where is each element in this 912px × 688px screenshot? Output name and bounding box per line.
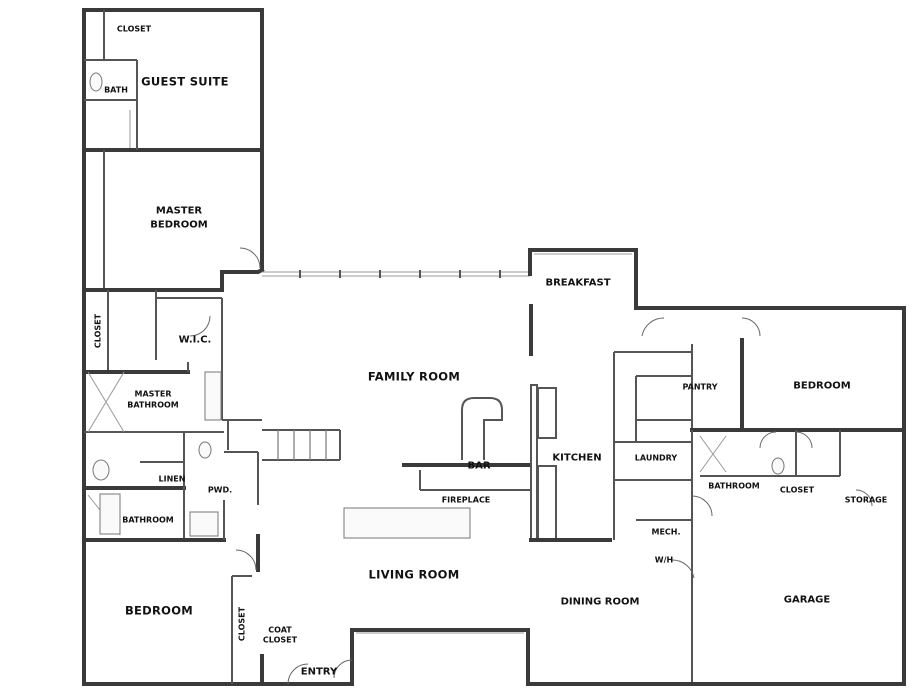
- kitchen-label: KITCHEN: [552, 452, 602, 464]
- fireplace-label: FIREPLACE: [441, 495, 491, 505]
- left-wing-walls: [82, 8, 265, 686]
- left-fixtures: [89, 72, 785, 571]
- linen-label: LINEN: [158, 474, 186, 484]
- closet-top-label: CLOSET: [116, 24, 152, 34]
- dining-room-label: DINING ROOM: [560, 596, 640, 608]
- coat-closet-label-1: COAT: [268, 625, 292, 635]
- master-bathroom-label-1: MASTER: [134, 389, 172, 399]
- closet-coat-vertical-label: CLOSET: [237, 606, 247, 642]
- pantry-label: PANTRY: [682, 382, 718, 392]
- garage-label: GARAGE: [783, 594, 831, 606]
- closet-right-label: CLOSET: [779, 485, 815, 495]
- bedroom-left-label: BEDROOM: [124, 603, 194, 618]
- laundry-label: LAUNDRY: [634, 453, 678, 463]
- bath-label: BATH: [104, 85, 128, 95]
- central-walls: [260, 248, 692, 686]
- mech-label: MECH.: [651, 527, 681, 537]
- master-bathroom-label-2: BATHROOM: [127, 400, 179, 410]
- wh-label: W/H: [654, 555, 674, 565]
- living-room-label: LIVING ROOM: [368, 567, 460, 582]
- coat-closet-label-2: CLOSET: [262, 635, 298, 645]
- pwd-label: PWD.: [207, 485, 233, 495]
- master-bedroom-label-2: BEDROOM: [150, 219, 208, 231]
- wic-label: W.I.C.: [178, 334, 212, 346]
- master-bedroom-label-1: MASTER: [155, 205, 203, 217]
- breakfast-label: BREAKFAST: [545, 277, 611, 289]
- bar-label: BAR: [467, 460, 491, 472]
- bathroom-left-label: BATHROOM: [122, 515, 174, 525]
- bathroom-right-label: BATHROOM: [708, 481, 760, 491]
- bedroom-right-label: BEDROOM: [793, 380, 851, 392]
- entry-label: ENTRY: [300, 666, 338, 678]
- storage-label: STORAGE: [844, 495, 888, 505]
- closet-left-label: CLOSET: [93, 313, 103, 349]
- guest-suite-label: GUEST SUITE: [141, 74, 229, 89]
- right-wing-walls: [613, 306, 906, 686]
- family-room-label: FAMILY ROOM: [367, 369, 461, 384]
